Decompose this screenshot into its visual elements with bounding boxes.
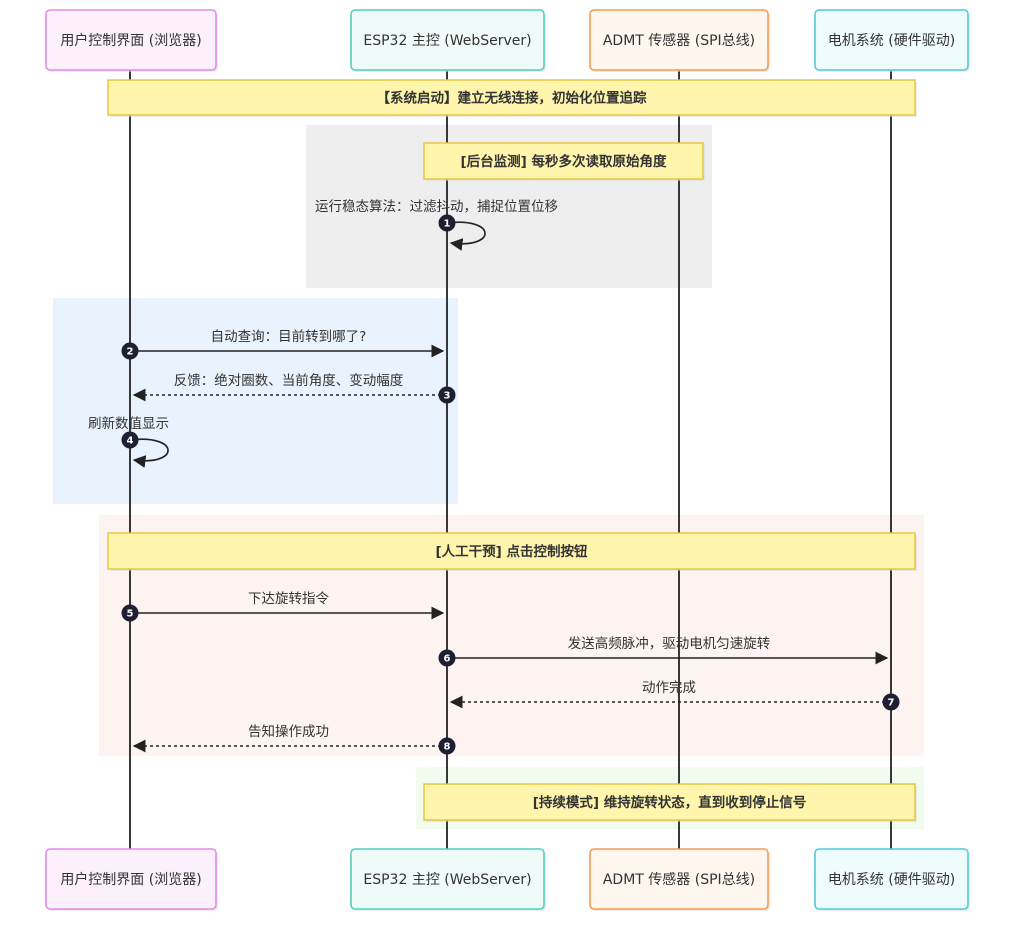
- messages-layer: 运行稳态算法：过滤抖动，捕捉位置位移 1 自动查询：目前转到哪了? 2 反馈：绝对圈数、…: [88, 199, 900, 755]
- actor-label: 电机系统 (硬件驱动): [828, 872, 955, 888]
- actor-box: [350, 9, 545, 71]
- actor-box: [45, 848, 217, 910]
- message-7: 动作完成 7: [449, 680, 900, 711]
- actor-box: [814, 9, 969, 71]
- sequence-number-marker: [438, 649, 456, 667]
- sequence-number: 1: [444, 219, 451, 230]
- actor-box: [589, 9, 769, 71]
- note-background: [后台监测] 每秒多次读取原始角度: [423, 142, 705, 181]
- sequence-number-marker: [882, 693, 900, 711]
- sequence-number-marker: [438, 386, 456, 404]
- actor-box: [589, 848, 769, 910]
- actor-label: 电机系统 (硬件驱动): [828, 33, 955, 49]
- actor-label: ADMT 传感器 (SPI总线): [603, 32, 755, 49]
- actor-box: [45, 9, 217, 71]
- message-label: 运行稳态算法：过滤抖动，捕捉位置位移: [315, 199, 558, 215]
- message-5: 下达旋转指令 5: [121, 591, 445, 622]
- actor-box: [350, 848, 545, 910]
- notes-layer: 【系统启动】建立无线连接，初始化位置追踪 [后台监测] 每秒多次读取原始角度 [人工…: [107, 79, 917, 822]
- sequence-number-marker: [121, 342, 139, 360]
- sequence-number-marker: [438, 737, 456, 755]
- message-1: 运行稳态算法：过滤抖动，捕捉位置位移 1: [315, 199, 558, 251]
- message-label: 下达旋转指令: [248, 591, 329, 607]
- sequence-number: 7: [888, 698, 895, 709]
- actor-label: ADMT 传感器 (SPI总线): [603, 871, 755, 888]
- message-arrow: [129, 438, 169, 468]
- message-8: 告知操作成功 8: [132, 723, 456, 755]
- note-text: [持续模式] 维持旋转状态，直到收到停止信号: [533, 794, 807, 811]
- lifelines-layer: [129, 70, 892, 849]
- message-label: 反馈：绝对圈数、当前角度、变动幅度: [174, 372, 404, 389]
- message-3: 反馈：绝对圈数、当前角度、变动幅度 3: [132, 372, 456, 404]
- message-arrow: [446, 221, 486, 251]
- sequence-number-marker: [438, 214, 456, 232]
- actor-label: ESP32 主控 (WebServer): [363, 33, 531, 49]
- note-startup: 【系统启动】建立无线连接，初始化位置追踪: [107, 79, 917, 117]
- sequence-number: 8: [444, 742, 451, 753]
- note-text: [人工干预] 点击控制按钮: [435, 543, 588, 560]
- actor-esp-bottom: ESP32 主控 (WebServer): [350, 848, 546, 911]
- actor-motor-bottom: 电机系统 (硬件驱动): [814, 848, 970, 911]
- sequence-number-marker: [121, 431, 139, 449]
- sequence-number: 4: [127, 436, 134, 447]
- sequence-number: 6: [444, 654, 451, 665]
- actor-label: ESP32 主控 (WebServer): [363, 872, 531, 888]
- note-manual: [人工干预] 点击控制按钮: [107, 532, 917, 571]
- sequence-number: 2: [127, 347, 134, 358]
- sequence-number-marker: [121, 604, 139, 622]
- actor-motor-top: 电机系统 (硬件驱动): [814, 9, 970, 72]
- actor-ui-top: 用户控制界面 (浏览器): [45, 9, 218, 72]
- sequence-number: 3: [444, 391, 451, 402]
- actor-label: 用户控制界面 (浏览器): [60, 871, 201, 888]
- note-text: 【系统启动】建立无线连接，初始化位置追踪: [377, 90, 647, 107]
- message-label: 发送高频脉冲，驱动电机匀速旋转: [568, 635, 771, 652]
- region-query: [53, 298, 458, 504]
- regions-layer: [53, 125, 924, 829]
- note-continuous: [持续模式] 维持旋转状态，直到收到停止信号: [423, 783, 917, 822]
- actors-layer: 用户控制界面 (浏览器) 用户控制界面 (浏览器) ESP32 主控 (WebSer…: [45, 9, 970, 911]
- actor-admt-bottom: ADMT 传感器 (SPI总线): [589, 848, 770, 911]
- message-6: 发送高频脉冲，驱动电机匀速旋转 6: [438, 635, 889, 667]
- message-label: 告知操作成功: [248, 723, 329, 740]
- actor-admt-top: ADMT 传感器 (SPI总线): [589, 9, 770, 72]
- note-text: [后台监测] 每秒多次读取原始角度: [460, 153, 667, 170]
- actor-ui-bottom: 用户控制界面 (浏览器): [45, 848, 218, 911]
- message-label: 动作完成: [642, 680, 696, 696]
- message-label: 刷新数值显示: [88, 416, 169, 432]
- actor-label: 用户控制界面 (浏览器): [60, 32, 201, 49]
- message-label: 自动查询：目前转到哪了?: [211, 328, 367, 345]
- message-4: 刷新数值显示 4: [88, 416, 169, 468]
- message-2: 自动查询：目前转到哪了? 2: [121, 328, 445, 360]
- sequence-number: 5: [127, 609, 134, 620]
- actor-box: [814, 848, 969, 910]
- actor-esp-top: ESP32 主控 (WebServer): [350, 9, 546, 72]
